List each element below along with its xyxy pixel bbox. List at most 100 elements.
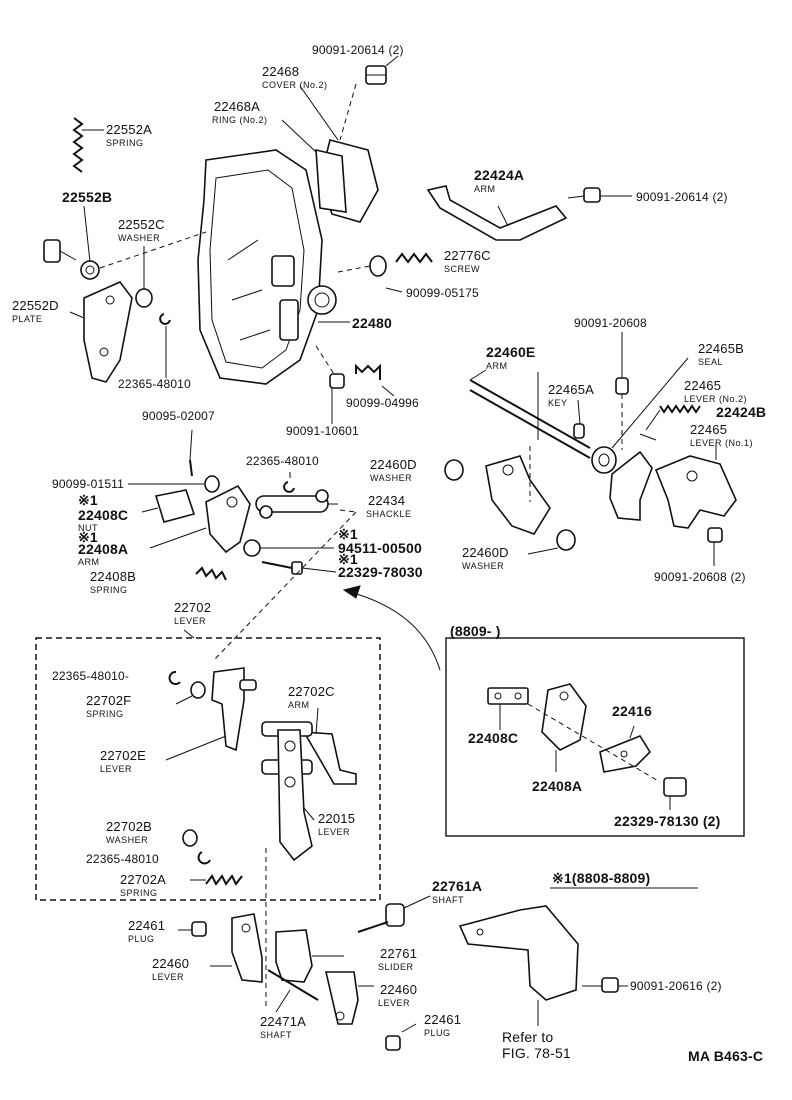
shaft-22471A [267,969,319,1013]
spring-22702A [190,874,243,886]
label-22465-no1: 22465 [690,422,728,437]
label-22465-no2: 22465 [684,378,722,393]
bolt-90091-20614-right [567,187,632,203]
label-star1-a: ※1 [78,492,98,508]
label-22761-desc: SLIDER [378,962,414,972]
label-22552C: 22552C [118,217,165,232]
label-22465B-desc: SEAL [698,357,724,367]
label-22552A: 22552A [106,122,153,137]
label-22761A: 22761A [432,878,483,894]
spring-22408B [195,566,227,581]
label-star1-d: ※1 [338,551,358,567]
label-22468: 22468 [262,64,300,79]
label-22424A-desc: ARM [474,184,496,194]
lever-22460-a [210,913,263,983]
label-22408B-desc: SPRING [90,585,128,595]
label-22424A: 22424A [474,167,525,183]
label-90099-01511: 90099-01511 [52,477,125,491]
washer-22460D-a [444,459,464,481]
label-22460-a-desc: LEVER [152,972,185,982]
bolt-90091-20608-top [615,332,629,450]
label-94511-00500: 94511-00500 [338,540,422,556]
washer-22702B [182,829,198,847]
label-22460-a: 22460 [152,956,190,971]
label-22552B: 22552B [62,189,113,205]
link-line-22702 [213,511,357,661]
label-22702A-desc: SPRING [120,888,158,898]
label-inset-range: (8809- ) [450,623,501,639]
label-22552D-desc: PLATE [12,314,43,324]
bolt-90091-20614-top [339,55,399,141]
bolt-22552B [43,205,207,280]
label-22460D-a-desc: WASHER [370,473,413,483]
label-22702F-desc: SPRING [86,709,124,719]
label-22408C: 22408C [78,507,129,523]
label-22365-48010-d: 22365-48010 [86,852,159,866]
arm-22424A [426,185,568,241]
plate-22552D [69,281,133,383]
label-22434-desc: SHACKLE [366,509,412,519]
label-22460E-desc: ARM [486,361,508,371]
box-22702-assembly [35,637,381,901]
label-90091-20614-right: 90091-20614 (2) [636,190,728,204]
label-22460D-b-desc: WASHER [462,561,505,571]
label-22702F: 22702F [86,693,132,708]
label-90091-10601: 90091-10601 [286,424,359,438]
label-22408B: 22408B [90,569,137,584]
lever-22460-b [324,971,374,1025]
label-22461-b: 22461 [424,1012,462,1027]
label-22365-48010-c: 22365-48010- [52,669,130,683]
inset-box-8809 [445,637,745,837]
label-22761A-desc: SHAFT [432,895,465,905]
shaft-22761A [357,895,431,933]
nut-22408C [141,489,196,523]
label-22408A-inset: 22408A [532,778,583,794]
nut-90099-04996 [315,345,395,424]
label-star1-b: ※1 [78,529,98,545]
label-90091-20608-bottom: 90091-20608 (2) [654,570,746,584]
label-22471A: 22471A [260,1014,307,1029]
label-22702C: 22702C [288,684,335,699]
label-22015-desc: LEVER [318,827,351,837]
plug-22461-a [178,921,207,937]
bolt-90091-20616 [582,977,628,993]
label-22465A-desc: KEY [548,398,568,408]
label-22416: 22416 [612,703,652,719]
washer-22460D-b [527,529,576,555]
lever-22702E [165,667,257,761]
label-22408C-inset: 22408C [468,730,519,746]
plug-22461-b [385,1023,417,1051]
housing-22480 [197,149,350,385]
label-22460D-b: 22460D [462,545,509,560]
label-22702B-desc: WASHER [106,835,149,845]
bolt-90091-20608-bottom [707,527,723,566]
label-22408A: 22408A [78,541,129,557]
label-22702B: 22702B [106,819,153,834]
label-22776C-desc: SCREW [444,264,480,274]
screw-22776C [337,252,433,293]
label-22552A-desc: SPRING [106,138,144,148]
label-22468-desc: COVER (No.2) [262,80,328,90]
label-22461-a-desc: PLUG [128,934,155,944]
clip-22365-48010-d [197,851,211,865]
clip-22365-48010-b [283,472,295,493]
lever-22015 [261,721,315,862]
washer-90099-01511 [128,475,220,493]
lever-22465-no1 [654,444,737,529]
pin-90095-02007 [189,429,193,477]
spring-22702F [175,681,206,705]
arm-22702C [302,707,357,785]
washer-22552C [135,246,153,308]
label-22408C-desc: NUT [78,523,98,533]
label-22552C-desc: WASHER [118,233,161,243]
label-22424B: 22424B [716,404,767,420]
label-22365-48010-b: 22365-48010 [246,454,319,468]
seal-22465B [591,357,689,474]
label-22329-78130: 22329-78130 (2) [614,813,721,829]
slider-22761 [275,929,344,983]
label-90099-04996: 90099-04996 [346,396,419,410]
label-22408A-desc: ARM [78,557,100,567]
arm-22460E [469,369,591,535]
label-drawing-code: MA B463-C [688,1048,764,1064]
